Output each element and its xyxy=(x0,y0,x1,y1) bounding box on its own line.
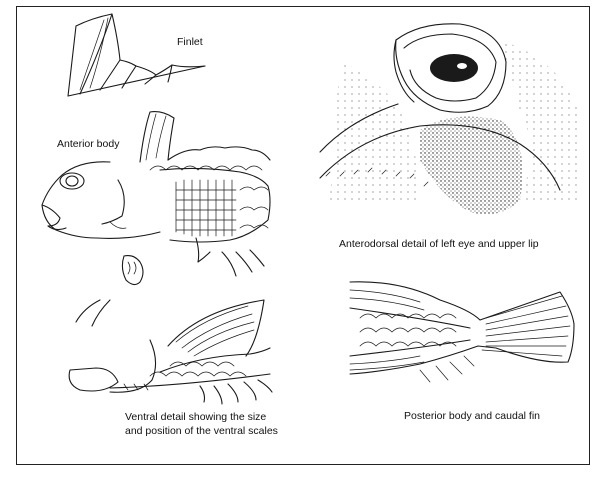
anterodorsal-label: Anterodorsal detail of left eye and uppe… xyxy=(339,238,539,250)
posterior-label: Posterior body and caudal fin xyxy=(404,410,541,422)
ventral-drawing xyxy=(68,299,273,405)
ventral-label-line2: and position of the ventral scales xyxy=(125,425,278,437)
ventral-label-line1: Ventral detail showing the size xyxy=(125,411,267,423)
anterodorsal-drawing xyxy=(319,23,578,215)
anterior-body-label: Anterior body xyxy=(57,138,120,150)
finlet-drawing xyxy=(67,13,206,97)
anterior-body-drawing xyxy=(41,111,271,286)
finlet-label: Finlet xyxy=(177,36,203,48)
posterior-drawing xyxy=(349,281,575,383)
